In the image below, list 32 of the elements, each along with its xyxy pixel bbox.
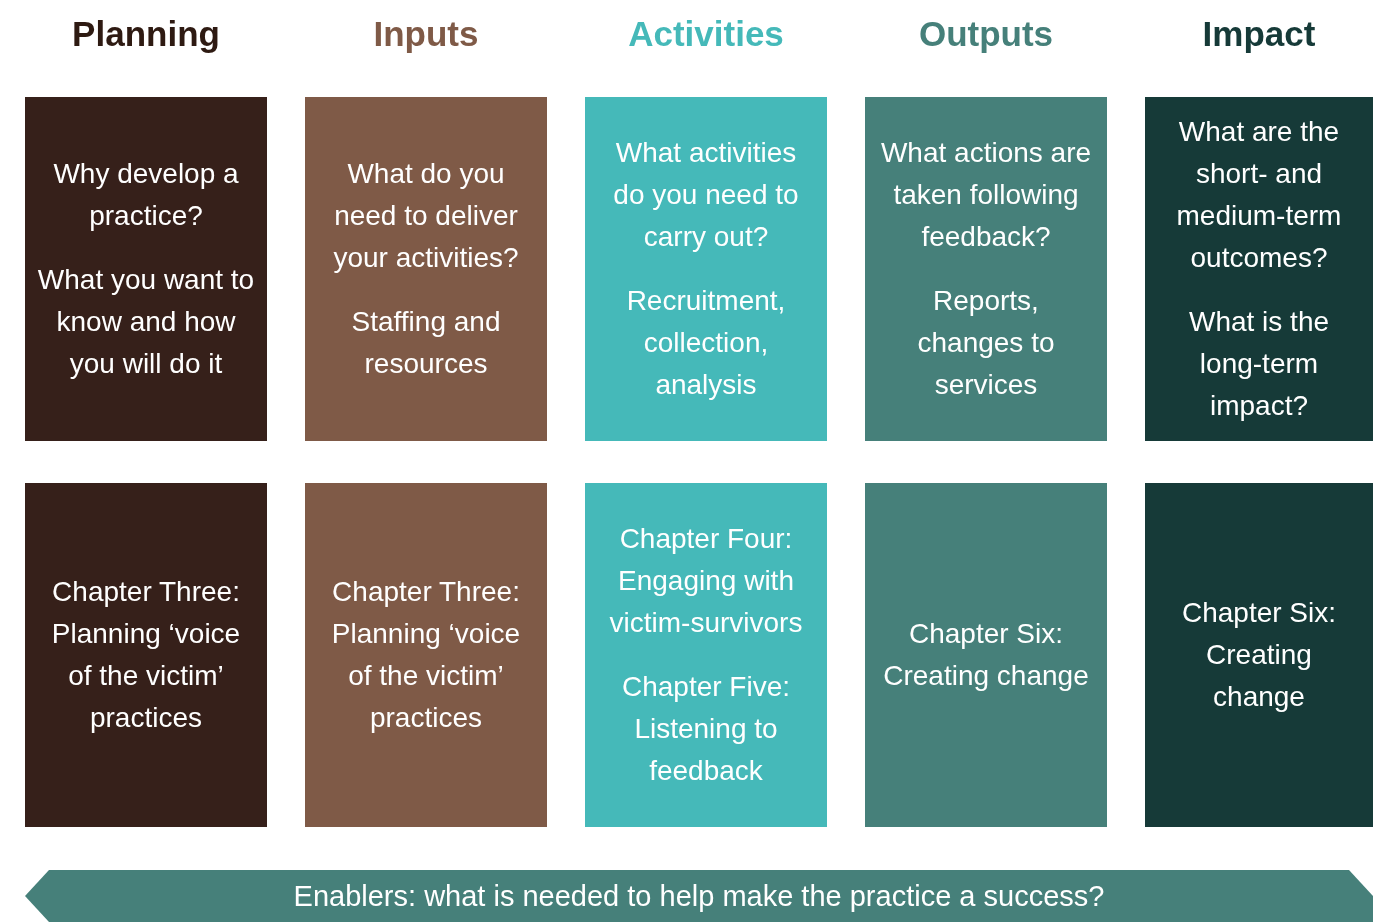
- column-card: [865, 483, 1107, 827]
- card-text: Chapter Four: Engaging with victim-survivors: [608, 522, 804, 640]
- card-text: What are the short- and medium-term outcomes?: [1175, 115, 1343, 275]
- card-text: What you want to know and how you will do it: [37, 263, 255, 381]
- column-heading: Planning: [71, 14, 221, 54]
- card-text: What do you need to deliver your activities?: [332, 157, 520, 275]
- column-card: [865, 97, 1107, 441]
- column-heading: Impact: [1201, 14, 1317, 54]
- column-card: [25, 483, 267, 827]
- card-text: What is the long-term impact?: [1187, 305, 1331, 423]
- card-text: Chapter Six: Creating change: [1180, 596, 1338, 714]
- column-heading: Inputs: [372, 14, 480, 54]
- card-text: Reports, changes to services: [916, 284, 1056, 402]
- card-text: Staffing and resources: [350, 305, 502, 381]
- card-text: What activities do you need to carry out?: [612, 136, 800, 254]
- column-card: [305, 97, 547, 441]
- card-text: Chapter Three: Planning ‘voice of the victim’ practices: [330, 575, 522, 735]
- column-card: [1145, 483, 1373, 827]
- card-text: Chapter Five: Listening to feedback: [620, 670, 792, 788]
- card-text: What actions are taken following feedback?: [879, 136, 1093, 254]
- column-card: [25, 97, 267, 441]
- column-card: [585, 483, 827, 827]
- column-card: [585, 97, 827, 441]
- column-heading: Activities: [627, 14, 785, 54]
- card-text: Chapter Three: Planning ‘voice of the victim’ practices: [50, 575, 242, 735]
- banner-text: Enablers: what is needed to help make the practice a success?: [293, 879, 1105, 913]
- column-card: [1145, 97, 1373, 441]
- column-heading: Outputs: [917, 14, 1055, 54]
- column-card: [305, 483, 547, 827]
- card-text: Why develop a practice?: [52, 157, 240, 233]
- card-text: Recruitment, collection, analysis: [625, 284, 787, 402]
- card-text: Chapter Six: Creating change: [882, 617, 1090, 693]
